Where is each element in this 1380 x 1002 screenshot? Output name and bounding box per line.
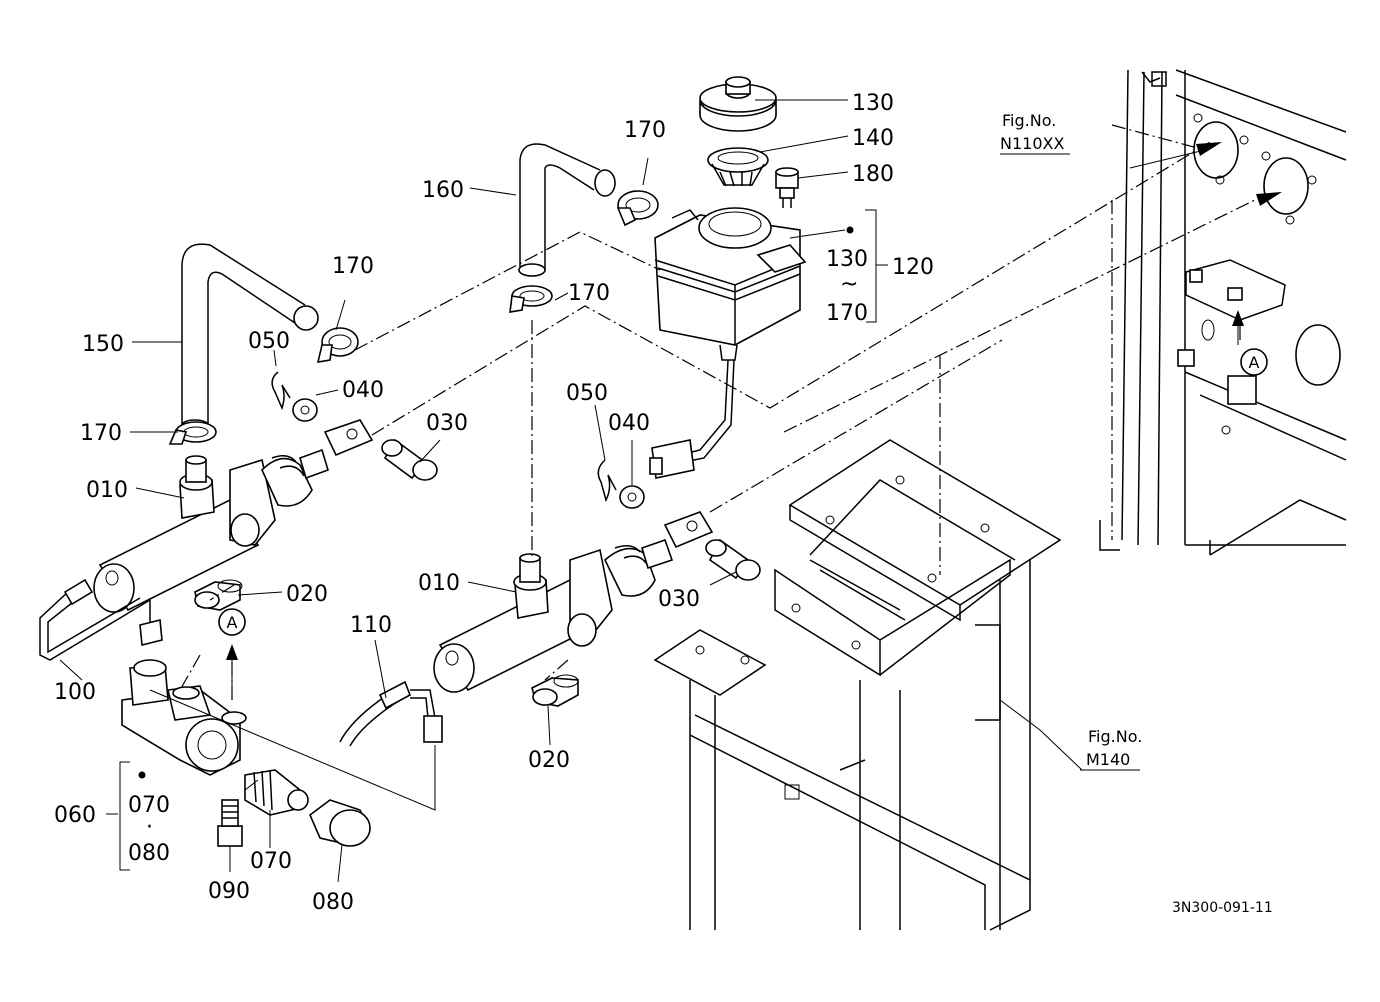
bolt-090 <box>217 799 243 847</box>
clamp-170-mid <box>509 285 553 313</box>
callout-150: 150 <box>82 332 124 357</box>
plug-080 <box>309 799 372 847</box>
joint-block-060 <box>121 659 247 776</box>
drawing-code: 3N300-091-11 <box>1172 900 1273 916</box>
master-cylinder-mid <box>433 511 714 693</box>
check-valve-070 <box>244 769 309 816</box>
view-marker-a-right: A <box>1240 348 1268 376</box>
view-a-left-label: A <box>227 613 238 632</box>
fig-m140-title: Fig.No. <box>1088 727 1142 746</box>
frame-hole-lower <box>1263 157 1309 215</box>
washer-040-mid <box>619 485 645 509</box>
callout-180: 180 <box>852 162 894 187</box>
callout-110: 110 <box>350 613 392 638</box>
callout-010-mid: 010 <box>418 571 460 596</box>
clamp-170-left <box>316 327 359 363</box>
callout-170-top: 170 <box>624 118 666 143</box>
reservoir-tank <box>649 207 807 479</box>
callout-130: 130 <box>852 91 894 116</box>
callout-dot: · <box>146 815 153 840</box>
pipe-100 <box>39 578 163 661</box>
callout-080-group: 080 <box>128 841 170 866</box>
callout-100: 100 <box>54 680 96 705</box>
pin-030-left <box>381 438 438 481</box>
callout-080: 080 <box>312 890 354 915</box>
callout-170-low: 170 <box>80 421 122 446</box>
group-marker <box>138 771 146 779</box>
callout-160: 160 <box>422 178 464 203</box>
clamp-170-low <box>168 421 217 445</box>
hose-160 <box>518 143 616 277</box>
fig-n110-title: Fig.No. <box>1002 111 1056 130</box>
bolt-020-mid <box>531 674 579 707</box>
callout-030-left: 030 <box>426 411 468 436</box>
washer-040-left <box>292 398 318 422</box>
callout-020-left: 020 <box>286 582 328 607</box>
callout-140: 140 <box>852 126 894 151</box>
callout-040-left: 040 <box>342 378 384 403</box>
callout-130-range: 130 <box>826 247 868 272</box>
reference-lines <box>179 124 1266 700</box>
fig-m140-code: M140 <box>1086 750 1130 769</box>
callout-010-left: 010 <box>86 478 128 503</box>
level-sensor <box>775 167 799 208</box>
frame-n110xx <box>1099 69 1347 556</box>
snap-pin-050-left <box>271 371 291 411</box>
snap-pin-050-mid <box>597 459 617 503</box>
callout-170-range: 170 <box>826 301 868 326</box>
reservoir-cap <box>699 76 777 132</box>
master-cylinder-left <box>93 419 374 613</box>
callout-030-mid: 030 <box>658 587 700 612</box>
view-marker-a-left: A <box>218 608 246 636</box>
callout-170-mid: 170 <box>568 281 610 306</box>
callout-050-mid: 050 <box>566 381 608 406</box>
pin-030-mid <box>705 538 761 581</box>
callout-tilde: ~ <box>840 272 858 297</box>
callout-labels: 130 140 180 170 160 120 130 ~ 170 170 17… <box>54 91 934 915</box>
arrows <box>226 142 1282 690</box>
callout-070: 070 <box>250 849 292 874</box>
leader-lines <box>59 99 1140 883</box>
view-a-right-label: A <box>1249 353 1260 372</box>
fig-n110-code: N110XX <box>1000 134 1064 153</box>
callout-060: 060 <box>54 803 96 828</box>
hose-110 <box>339 680 443 747</box>
clamp-170-top <box>616 190 659 227</box>
callout-090: 090 <box>208 879 250 904</box>
range-marker <box>846 226 854 234</box>
pipe-routing-lines <box>149 689 436 811</box>
frame-m140 <box>653 439 1062 931</box>
callout-170-left: 170 <box>332 254 374 279</box>
callout-120: 120 <box>892 255 934 280</box>
bracket-plate <box>1185 259 1286 321</box>
callout-050-left: 050 <box>248 329 290 354</box>
figure-references: Fig.No. N110XX Fig.No. M140 3N300-091-11 <box>1000 111 1273 916</box>
frame-round-plate <box>1295 324 1341 386</box>
callout-070-group: 070 <box>128 793 170 818</box>
strainer <box>707 147 769 187</box>
callout-040-mid: 040 <box>608 411 650 436</box>
callout-020-mid: 020 <box>528 748 570 773</box>
